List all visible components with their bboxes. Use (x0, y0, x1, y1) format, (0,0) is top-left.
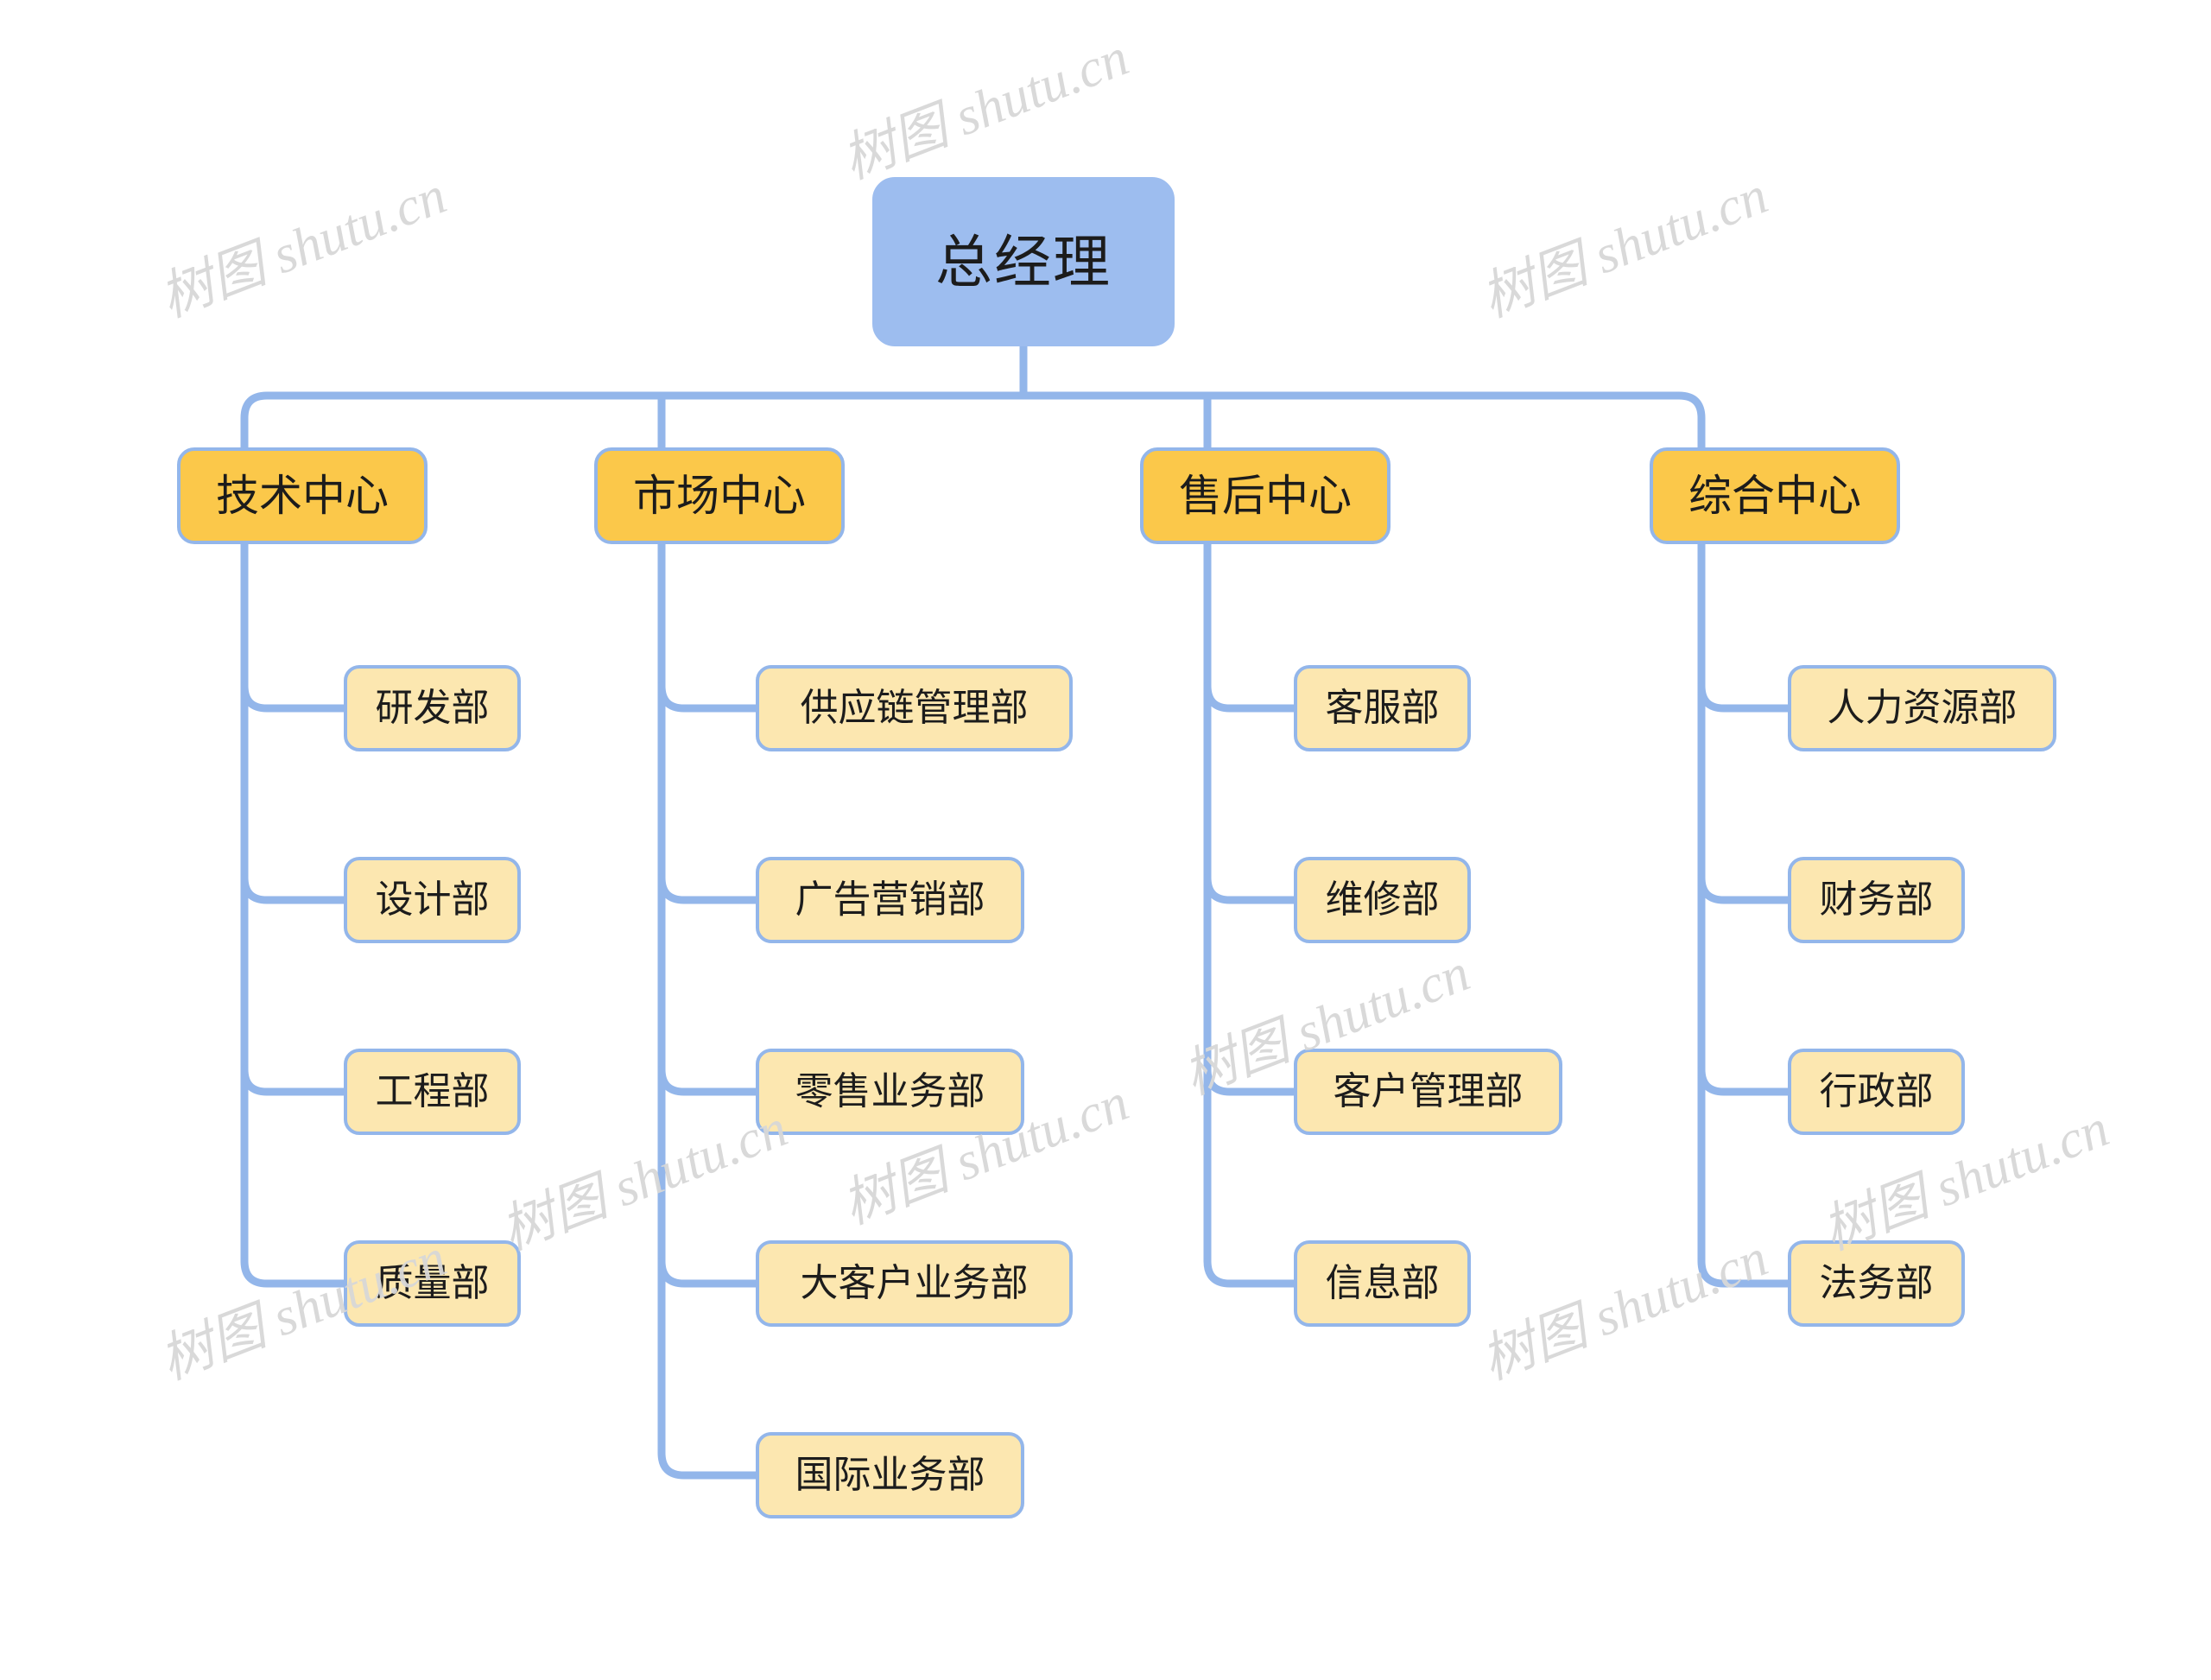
node-leaf-3-2[interactable]: 行政部 (1788, 1049, 1965, 1135)
node-label: 质量部 (375, 1261, 490, 1304)
node-center-1[interactable]: 市场中心 (594, 447, 845, 544)
edge-leaf-2-1 (1203, 873, 1298, 904)
node-label: 大客户业务部 (800, 1261, 1029, 1304)
node-center-0[interactable]: 技术中心 (177, 447, 428, 544)
edge-bus-to-center-3 (1675, 391, 1706, 452)
node-label: 广告营销部 (795, 878, 985, 921)
node-leaf-0-2[interactable]: 工程部 (344, 1049, 521, 1135)
edge-leaf-2-3 (1203, 1257, 1298, 1288)
node-leaf-3-1[interactable]: 财务部 (1788, 857, 1965, 943)
edge-leaf-3-3 (1697, 1257, 1792, 1288)
node-center-3[interactable]: 综合中心 (1650, 447, 1900, 544)
node-label: 供应链管理部 (800, 686, 1029, 729)
edge-leaf-1-3 (657, 1257, 760, 1288)
edge-leaf-1-4 (657, 1449, 760, 1480)
node-label: 财务部 (1819, 878, 1934, 921)
node-label: 客户管理部 (1333, 1069, 1524, 1113)
edge-leaf-3-1 (1697, 873, 1792, 904)
node-label: 行政部 (1819, 1069, 1934, 1113)
node-label: 设计部 (375, 878, 490, 921)
edge-leaf-1-1 (657, 873, 760, 904)
node-label: 技术中心 (216, 471, 389, 520)
edge-leaf-1-0 (657, 682, 760, 713)
node-leaf-2-0[interactable]: 客服部 (1294, 665, 1471, 751)
node-leaf-2-2[interactable]: 客户管理部 (1294, 1049, 1562, 1135)
node-leaf-0-3[interactable]: 质量部 (344, 1240, 521, 1327)
node-label: 维修部 (1325, 878, 1440, 921)
node-center-2[interactable]: 售后中心 (1140, 447, 1391, 544)
node-leaf-0-1[interactable]: 设计部 (344, 857, 521, 943)
edge-leaf-0-3 (240, 1257, 348, 1288)
edge-bus-to-center-0 (240, 391, 271, 452)
node-leaf-1-2[interactable]: 零售业务部 (756, 1049, 1024, 1135)
node-root-general-manager[interactable]: 总经理 (872, 177, 1175, 346)
edge-leaf-0-0 (240, 682, 348, 713)
edge-leaf-0-1 (240, 873, 348, 904)
node-label: 人力资源部 (1827, 686, 2018, 729)
node-label: 法务部 (1819, 1261, 1934, 1304)
node-leaf-3-3[interactable]: 法务部 (1788, 1240, 1965, 1327)
node-label: 售后中心 (1179, 471, 1352, 520)
node-label: 国际业务部 (795, 1453, 985, 1496)
node-leaf-2-1[interactable]: 维修部 (1294, 857, 1471, 943)
edge-leaf-0-2 (240, 1065, 348, 1096)
node-label: 总经理 (935, 229, 1112, 294)
node-leaf-2-3[interactable]: 信息部 (1294, 1240, 1471, 1327)
edge-leaf-2-0 (1203, 682, 1298, 713)
node-label: 研发部 (375, 686, 490, 729)
edge-leaf-1-2 (657, 1065, 760, 1096)
node-leaf-0-0[interactable]: 研发部 (344, 665, 521, 751)
node-leaf-1-0[interactable]: 供应链管理部 (756, 665, 1073, 751)
node-leaf-1-3[interactable]: 大客户业务部 (756, 1240, 1073, 1327)
node-label: 客服部 (1325, 686, 1440, 729)
node-label: 零售业务部 (795, 1069, 985, 1113)
edge-leaf-3-0 (1697, 682, 1792, 713)
node-leaf-1-4[interactable]: 国际业务部 (756, 1432, 1024, 1518)
node-label: 市场中心 (633, 471, 806, 520)
edge-leaf-3-2 (1697, 1065, 1792, 1096)
edge-leaf-2-2 (1203, 1065, 1298, 1096)
node-leaf-1-1[interactable]: 广告营销部 (756, 857, 1024, 943)
node-label: 信息部 (1325, 1261, 1440, 1304)
node-label: 综合中心 (1688, 471, 1861, 520)
node-label: 工程部 (375, 1069, 490, 1113)
node-leaf-3-0[interactable]: 人力资源部 (1788, 665, 2056, 751)
